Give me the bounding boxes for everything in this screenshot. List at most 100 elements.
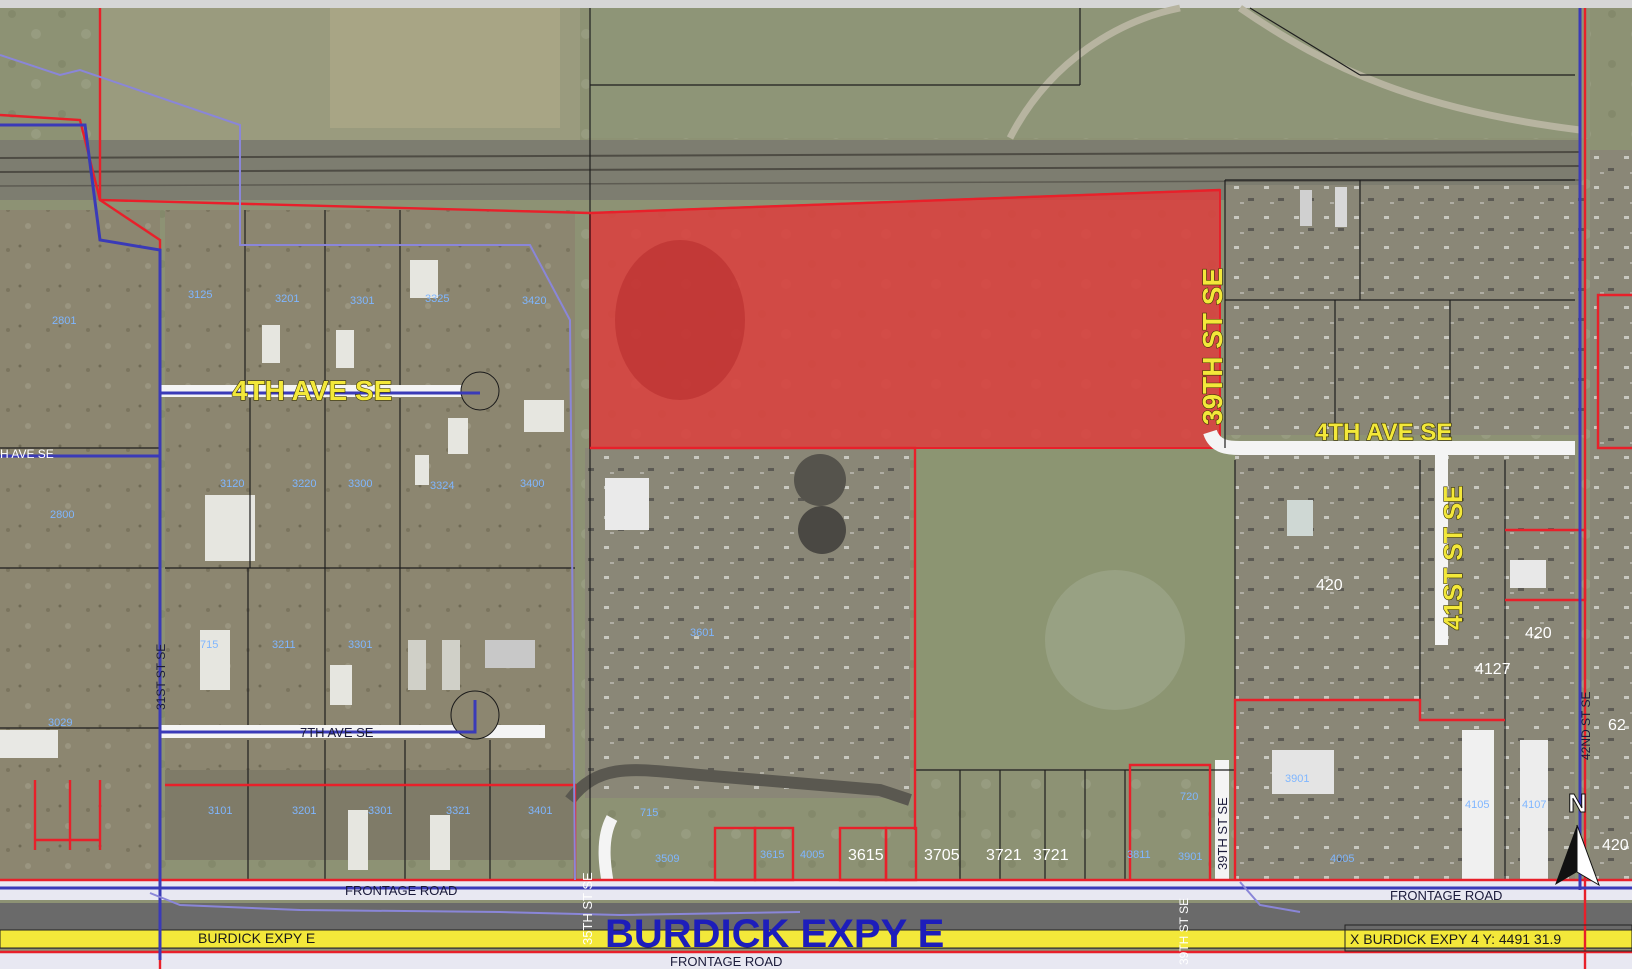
- building: [1272, 750, 1334, 794]
- building: [448, 418, 468, 454]
- parcel-number: 715: [200, 639, 218, 651]
- parcel-numbers: 2801 2800 3125 3201 3301 3325 3420 3120 …: [48, 289, 1546, 865]
- parcel-number: 4005: [1330, 853, 1354, 865]
- rail-track: [0, 151, 1581, 159]
- building: [524, 400, 564, 432]
- parcel-number: 3120: [220, 478, 244, 490]
- quarry-pale: [330, 8, 560, 128]
- parcel-numbers-large: 3615 3705 3721 3721 420 420 4127 420 62: [848, 577, 1629, 864]
- coordinate-box: [1344, 924, 1632, 952]
- parcel-number: 3301: [368, 805, 392, 817]
- parcel-number: 3811: [1127, 849, 1151, 861]
- storm-lines: [0, 54, 1301, 917]
- building: [0, 730, 58, 758]
- east-yards: [1225, 185, 1585, 435]
- street-label-42nd: 42ND ST SE: [1579, 692, 1593, 760]
- parcel-number: 2800: [50, 509, 74, 521]
- parcel-number: 3029: [48, 717, 72, 729]
- burdick-expy[interactable]: [0, 929, 1632, 949]
- road-label-burdick-main: BURDICK EXPY E: [605, 912, 944, 956]
- parcel-number: 3705: [924, 847, 960, 864]
- parcel-number: 3615: [760, 849, 784, 861]
- parcel-number: 4005: [800, 849, 824, 861]
- building: [1520, 740, 1548, 880]
- building: [1287, 500, 1313, 536]
- parcel-number: 3325: [425, 293, 449, 305]
- parcel-number: 3201: [275, 293, 299, 305]
- street-label-4th-ave-east: 4TH AVE SE: [1315, 419, 1452, 446]
- utility-lines: [0, 8, 1632, 960]
- building: [410, 260, 438, 298]
- parcel-number: 3201: [292, 805, 316, 817]
- building: [200, 630, 230, 690]
- parcel-number: 3509: [655, 853, 679, 865]
- parcel-number: 3401: [528, 805, 552, 817]
- parcel-number: 715: [640, 807, 658, 819]
- building: [1335, 187, 1347, 227]
- parcel-number: 3101: [208, 805, 232, 817]
- street-label-4th-ave-west: 4TH AVE SE: [232, 375, 392, 406]
- parcel-number: 3301: [348, 639, 372, 651]
- parcel-number: 3721: [986, 847, 1022, 864]
- building: [1462, 730, 1494, 880]
- road-41st[interactable]: [1435, 445, 1448, 645]
- industrial-block: [165, 210, 575, 770]
- building: [485, 640, 535, 668]
- ramp: [1238, 5, 1581, 134]
- road-label-frontage-right: FRONTAGE ROAD: [1390, 888, 1502, 903]
- parcel-number: 62: [1608, 717, 1626, 734]
- parcel-number: 4107: [1522, 799, 1546, 811]
- parcel-number: 2801: [52, 315, 76, 327]
- parcel-number: 420: [1525, 625, 1552, 642]
- street-label-31st: 31ST ST SE: [154, 644, 168, 710]
- parcel-number: 420: [1602, 837, 1629, 854]
- street-label-39th-low: 39TH ST SE: [1177, 898, 1191, 965]
- building: [205, 495, 255, 561]
- building: [336, 330, 354, 368]
- parcel-shade: [615, 240, 745, 400]
- street-label-35th: 35TH ST SE: [580, 872, 595, 945]
- stockpile: [794, 454, 846, 506]
- road-label-frontage-south: FRONTAGE ROAD: [670, 954, 782, 969]
- building: [1300, 190, 1312, 226]
- building: [442, 640, 460, 690]
- parcel-number: 3321: [446, 805, 470, 817]
- ramp: [1006, 4, 1181, 140]
- rail-track: [0, 179, 1581, 187]
- building: [408, 640, 426, 690]
- far-east-yards: [1590, 150, 1632, 900]
- parcel-number: 4105: [1465, 799, 1489, 811]
- road-label-frontage-left: FRONTAGE ROAD: [345, 883, 457, 898]
- parcel-number: 3324: [430, 480, 454, 492]
- field-patch: [1045, 570, 1185, 710]
- building: [415, 455, 429, 485]
- frontage-road[interactable]: [0, 880, 1632, 900]
- building: [262, 325, 280, 363]
- frontage-road-south[interactable]: [0, 952, 1632, 969]
- parcel-number: 3125: [188, 289, 212, 301]
- parcel-number: 3615: [848, 847, 884, 864]
- street-label-ave-partial: H AVE SE: [0, 447, 54, 461]
- parcel-number: 3901: [1285, 773, 1309, 785]
- parcel-lines: [0, 7, 1575, 880]
- red-parcel-lines: [0, 8, 1632, 969]
- road-label-burdick-small: BURDICK EXPY E: [198, 930, 315, 946]
- street-label-41st: 41ST ST SE: [1438, 486, 1468, 631]
- parcel-number: 3721: [1033, 847, 1069, 864]
- top-border: [0, 0, 1632, 8]
- parcel-number: 3601: [690, 627, 714, 639]
- parcel-number: 3211: [272, 639, 296, 651]
- haul-road: [565, 764, 912, 806]
- road-39th-south[interactable]: [1215, 760, 1229, 880]
- parcel-number: 3901: [1178, 851, 1202, 863]
- cul-de-sac: [460, 371, 500, 411]
- coordinate-readout: X BURDICK EXPY 4 Y: 4491 31.9: [1350, 931, 1561, 947]
- parcel-number: 3420: [522, 295, 546, 307]
- parcel-number: 420: [1316, 577, 1343, 594]
- street-label-39th-north: 39TH ST SE: [1197, 268, 1228, 425]
- building: [330, 665, 352, 705]
- street-label-39th-south: 39TH ST SE: [1215, 797, 1230, 870]
- west-lots: [0, 210, 160, 890]
